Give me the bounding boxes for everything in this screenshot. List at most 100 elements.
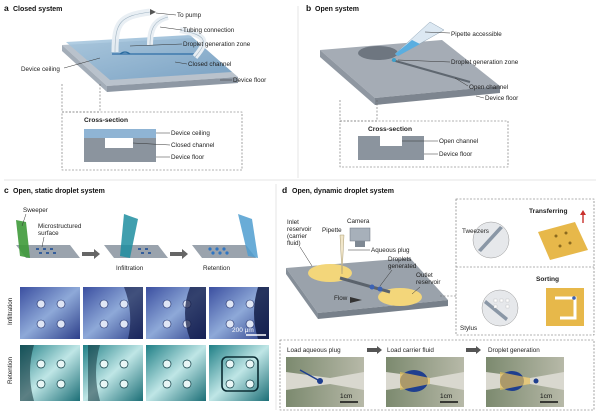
aqueous-plug-photo xyxy=(317,378,323,384)
open-channel-groove xyxy=(391,58,471,84)
label-pipette-accessible: Pipette accessible xyxy=(451,31,502,38)
label-device-ceiling: Device ceiling xyxy=(21,66,60,73)
dyn-device-front xyxy=(318,300,448,319)
transferring-illustration xyxy=(472,210,588,260)
tube-3-outline xyxy=(179,29,204,58)
droplet-junction xyxy=(119,51,131,55)
label-b-device-floor: Device floor xyxy=(485,95,518,102)
micrograph-row-retention xyxy=(20,345,269,401)
droplet-1 xyxy=(369,284,375,290)
label-sweeper: Sweeper xyxy=(23,207,48,214)
label-transferring: Transferring xyxy=(529,208,567,215)
micro-row2-holes xyxy=(36,359,255,389)
camera-lens xyxy=(355,241,365,247)
label-flow: Flow xyxy=(334,295,348,302)
device-floor-side xyxy=(62,45,107,92)
panel-d: d Open, dynamic droplet system Camera Pi… xyxy=(279,185,595,411)
label-aqueous-plug: Aqueous plug xyxy=(371,247,410,254)
pipette-b-fluid xyxy=(395,40,420,56)
open-device xyxy=(320,40,500,105)
pipette-d xyxy=(339,234,345,275)
panel-c: c Open, static droplet system Sweeper Mi… xyxy=(4,185,269,401)
step1-surface xyxy=(16,245,80,258)
flow-arrow xyxy=(350,297,362,303)
label-to-pump: To pump xyxy=(177,12,202,19)
steps-box xyxy=(279,339,595,411)
micrograph-row-infiltration xyxy=(20,287,269,339)
label-open-channel: Open channel xyxy=(469,84,508,91)
pipette-d-tip xyxy=(339,234,345,275)
label-device-floor: Device floor xyxy=(233,77,266,84)
camera-body xyxy=(349,227,371,242)
tweezers xyxy=(478,226,503,252)
cs-channel xyxy=(105,138,133,148)
scale-bar-c-label: 200 μm xyxy=(232,327,254,334)
cs-b-label-channel: Open channel xyxy=(439,138,478,145)
camera xyxy=(349,227,371,247)
row-label-infiltration: Infiltration xyxy=(7,297,14,325)
label-inlet-4: fluid) xyxy=(287,240,301,247)
label-inlet-2: reservoir xyxy=(287,226,312,233)
to-pump-arrow xyxy=(150,9,156,15)
tube-to-pump-outline xyxy=(114,11,151,53)
sweeper-step-3 xyxy=(192,214,258,258)
step-photo-2: 1cm xyxy=(386,357,464,407)
open-device-front xyxy=(375,86,500,105)
panel-a-letter: a xyxy=(4,3,9,13)
panel-b-letter: b xyxy=(306,3,311,13)
label-inlet-3: (carrier xyxy=(287,233,307,240)
label-droplet-zone: Droplet generation zone xyxy=(183,41,251,48)
cs-a-label-ceiling: Device ceiling xyxy=(171,130,210,137)
pipette-b xyxy=(394,21,445,57)
micro-1-1 xyxy=(20,287,80,339)
scale-bar-d3: 1cm xyxy=(540,393,552,400)
scale-bar-d1: 1cm xyxy=(340,393,352,400)
panel-a: a Closed system To pump Tubing connectio… xyxy=(4,3,266,171)
label-droplets-1: Droplets xyxy=(388,256,411,263)
stylus-zoom xyxy=(481,289,519,327)
sorting-chip xyxy=(546,288,584,326)
dyn-device-side xyxy=(286,268,318,319)
step-photo-1: 1cm xyxy=(286,357,364,407)
row-label-retention: Retention xyxy=(7,357,14,384)
label-stylus: Stylus xyxy=(460,325,477,332)
sweeper-step-2 xyxy=(104,214,168,258)
label-tubing: Tubing connection xyxy=(183,27,235,34)
step-label-3: Droplet generation xyxy=(488,347,540,354)
step-photo-3: 1cm xyxy=(486,357,564,407)
panel-d-title: Open, dynamic droplet system xyxy=(292,188,394,195)
sweeper-step-1 xyxy=(16,220,80,258)
label-retention: Retention xyxy=(203,265,230,272)
cs-b-label-floor: Device floor xyxy=(439,151,472,158)
closed-device xyxy=(62,35,238,92)
label-sorting: Sorting xyxy=(536,276,559,283)
cs-a-label-floor: Device floor xyxy=(171,154,204,161)
cross-section-a xyxy=(84,129,156,162)
open-device-side xyxy=(320,50,375,105)
step-label-2: Load carrier fluid xyxy=(387,347,434,354)
cs-a-label-channel: Closed channel xyxy=(171,142,214,149)
panel-b: b Open system Pipette accessible Droplet… xyxy=(306,3,519,168)
step1-posts xyxy=(36,248,56,254)
panel-a-title: Closed system xyxy=(13,6,62,13)
device-floor-front xyxy=(107,77,238,92)
label-infiltration: Infiltration xyxy=(116,265,144,272)
cs-ceiling xyxy=(84,129,156,138)
cross-section-a-title: Cross-section xyxy=(84,117,128,124)
cs-b-floor xyxy=(358,136,424,160)
stylus xyxy=(484,300,508,321)
step1-sweeper xyxy=(16,220,30,258)
label-microstructured-1: Microstructured xyxy=(38,223,82,230)
droplet-2 xyxy=(377,286,383,292)
label-droplets-2: generated xyxy=(388,263,417,270)
arrow-c1 xyxy=(82,249,100,259)
panel-c-title: Open, static droplet system xyxy=(13,188,105,195)
panel-b-title: Open system xyxy=(315,6,359,13)
scale-bar-d2: 1cm xyxy=(440,393,452,400)
cross-section-b-title: Cross-section xyxy=(368,126,412,133)
device-ceiling xyxy=(66,35,232,80)
label-outlet-2: reservoir xyxy=(416,279,441,286)
open-droplet xyxy=(392,58,396,62)
label-microstructured-2: surface xyxy=(38,230,59,237)
label-tweezers: Tweezers xyxy=(462,228,489,235)
